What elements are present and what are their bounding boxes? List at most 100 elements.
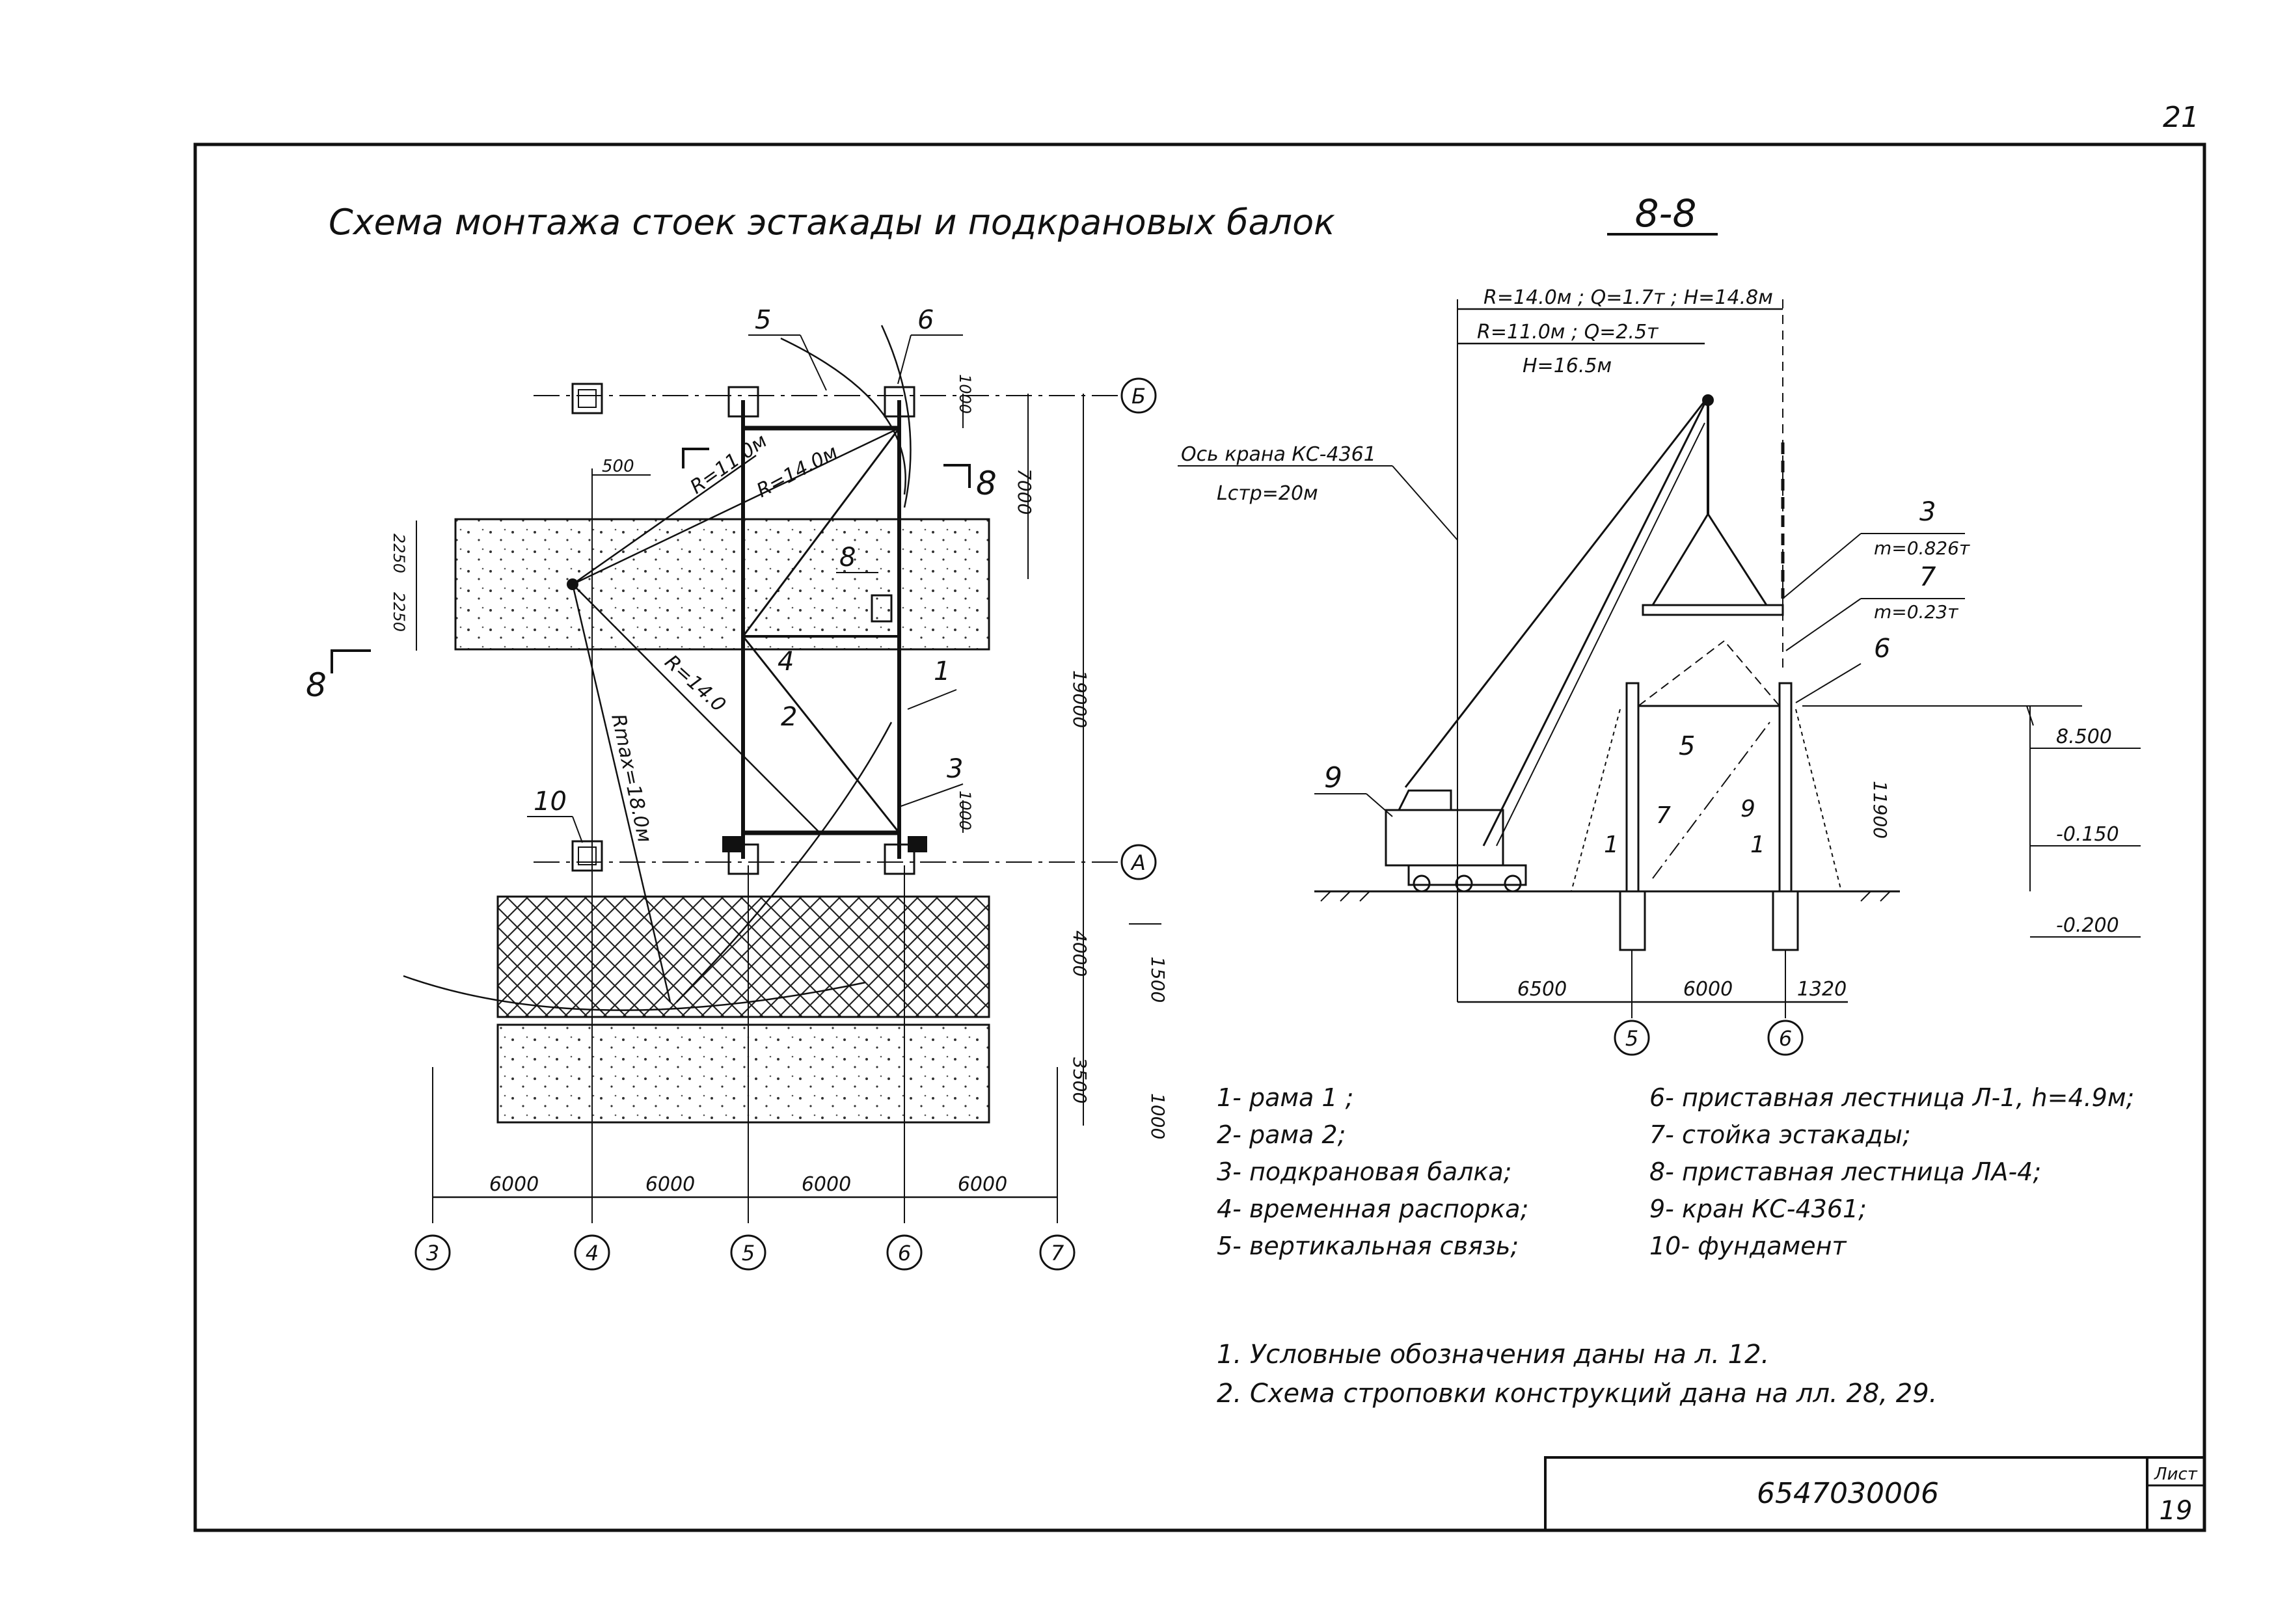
dim-4000: 4000 [1069, 930, 1090, 977]
arc-r14 [880, 325, 912, 508]
ladder-right [1795, 709, 1842, 892]
note-1: 1. Условные обозначения даны на л. 12. [1217, 1340, 1769, 1370]
sec-callout-7-right: 9 [1740, 796, 1755, 822]
sec-callout-3: 3 [1919, 497, 1936, 527]
beam-end-right [908, 836, 927, 852]
plan-callout-1-leader [907, 689, 957, 710]
trestle-column-5 [1625, 682, 1640, 893]
sec-callout-6: 6 [1874, 634, 1890, 664]
section-axis-bubble-5 [1614, 1020, 1650, 1056]
sheet-frame [193, 142, 2206, 1532]
axis-bubble-4 [574, 1234, 610, 1271]
dim-7000: 7000 [1014, 468, 1035, 515]
foundation-5 [1619, 890, 1646, 951]
sling [1651, 512, 1768, 606]
sec-callout-9: 9 [1324, 761, 1342, 794]
vertical-brace-top [742, 427, 901, 637]
label-crane-axis: Ось крана КС-4361 [1181, 443, 1376, 466]
span-1: 6000 [489, 1173, 539, 1196]
crane-body [1385, 809, 1504, 867]
title-block-frame [1544, 1456, 2206, 1532]
axis-label-6: 6 [898, 1241, 911, 1265]
plan-callout-2: 2 [781, 702, 797, 732]
arc-r11 [780, 337, 906, 495]
plan-callout-5: 5 [755, 305, 771, 335]
plan-callout-1: 1 [934, 656, 950, 686]
page-title: Схема монтажа стоек эстакады и подкранов… [329, 202, 1335, 243]
axis-label-7: 7 [1051, 1241, 1064, 1265]
axis-bubble-7 [1039, 1234, 1076, 1271]
legend-item-6: 6- приставная лестница Л-1, h=4.9м; [1649, 1083, 2134, 1112]
level-0200: -0.200 [2056, 914, 2119, 937]
foundation-10-inner [578, 846, 597, 865]
ladder-8 [871, 594, 893, 623]
sec-callout-5: 5 [1679, 731, 1695, 761]
dim-1500: 1500 [1147, 956, 1169, 1003]
trestle-column-6 [1778, 682, 1793, 893]
dim-19000: 19000 [1069, 670, 1090, 728]
cut-mark-right-line [943, 464, 971, 488]
concrete-strip-bottom [496, 1023, 990, 1124]
plan-view: R=11.0м R=14.0м R=14.0 Rmax=18.0м 19000 … [306, 305, 1169, 1271]
plan-callout-4: 4 [778, 647, 794, 677]
span-4: 6000 [958, 1173, 1007, 1196]
crane-wheel-1 [1413, 874, 1431, 893]
note-2: 2. Схема строповки конструкций дана на л… [1217, 1379, 1937, 1409]
axis-label-b: Б [1131, 384, 1146, 409]
radius-14-lower [572, 584, 822, 835]
plan-callout-6: 6 [917, 305, 934, 335]
arc-rmax [403, 975, 866, 1011]
plan-callout-10: 10 [534, 787, 567, 817]
axis-label-3: 3 [426, 1241, 439, 1265]
dim-500: 500 [602, 457, 634, 476]
sec-callout-7-left: 7 [1656, 802, 1671, 829]
crane-boom [1404, 396, 1709, 788]
beam-end-left [722, 836, 742, 852]
crane-chassis [1407, 864, 1527, 886]
plan-callout-5-leader [800, 334, 827, 391]
foundation-1 [571, 383, 603, 414]
crane-wheel-3 [1504, 874, 1522, 893]
cut-mark-left: 8 [306, 666, 327, 704]
sec-callout-7-top: 7 [1919, 562, 1936, 592]
label-r11-q: R=11.0м ; Q=2.5т [1477, 321, 1659, 344]
foundation-10 [571, 840, 603, 872]
axis-bubble-6 [886, 1234, 923, 1271]
legend-item-9: 9- кран КС-4361; [1649, 1195, 1867, 1223]
label-rmax: Rmax=18.0м [606, 712, 656, 845]
dim-6500: 6500 [1517, 978, 1567, 1001]
dim-11900: 11900 [1869, 781, 1891, 839]
plan-callout-3-leader [899, 783, 964, 807]
legend-item-7: 7- стойка эстакады; [1649, 1120, 1911, 1149]
lifted-beam [1642, 604, 1784, 616]
legend-item-10: 10- фундамент [1649, 1232, 1847, 1260]
crane-boom-back [1482, 396, 1709, 846]
dim-1000-top: 1000 [956, 374, 974, 414]
title-block: 6547030006 Лист 19 [1544, 1456, 2206, 1532]
sec-callout-3-leader [1782, 533, 1862, 599]
arc-r14-lower [676, 722, 893, 1003]
dim-2250-b: 2250 [390, 592, 408, 632]
cut-mark-right: 8 [976, 465, 997, 502]
axis-bubble-5 [730, 1234, 766, 1271]
dim-1320: 1320 [1797, 978, 1847, 1001]
concrete-strip-top [454, 518, 990, 651]
mass-7: m=0.23т [1874, 601, 1958, 623]
vertical-brace-bottom [742, 636, 901, 833]
radius-11 [572, 454, 757, 586]
crane-wheel-2 [1455, 874, 1473, 893]
sheet-label: Лист [2154, 1465, 2198, 1484]
dim-3500: 3500 [1069, 1057, 1090, 1103]
sec-callout-7-leader [1785, 598, 1862, 651]
axis-bubble-3 [414, 1234, 451, 1271]
level-arrow-top [2026, 705, 2034, 726]
legend-item-1: 1- рама 1 ; [1217, 1083, 1353, 1112]
ladder-left [1571, 709, 1621, 892]
beam-path-left [1638, 640, 1725, 707]
dim-2250-a: 2250 [390, 534, 408, 573]
span-3: 6000 [802, 1173, 851, 1196]
plan-callout-6-leader [897, 334, 912, 385]
foundation-1-inner [578, 389, 597, 408]
axis-label-4: 4 [586, 1241, 599, 1265]
